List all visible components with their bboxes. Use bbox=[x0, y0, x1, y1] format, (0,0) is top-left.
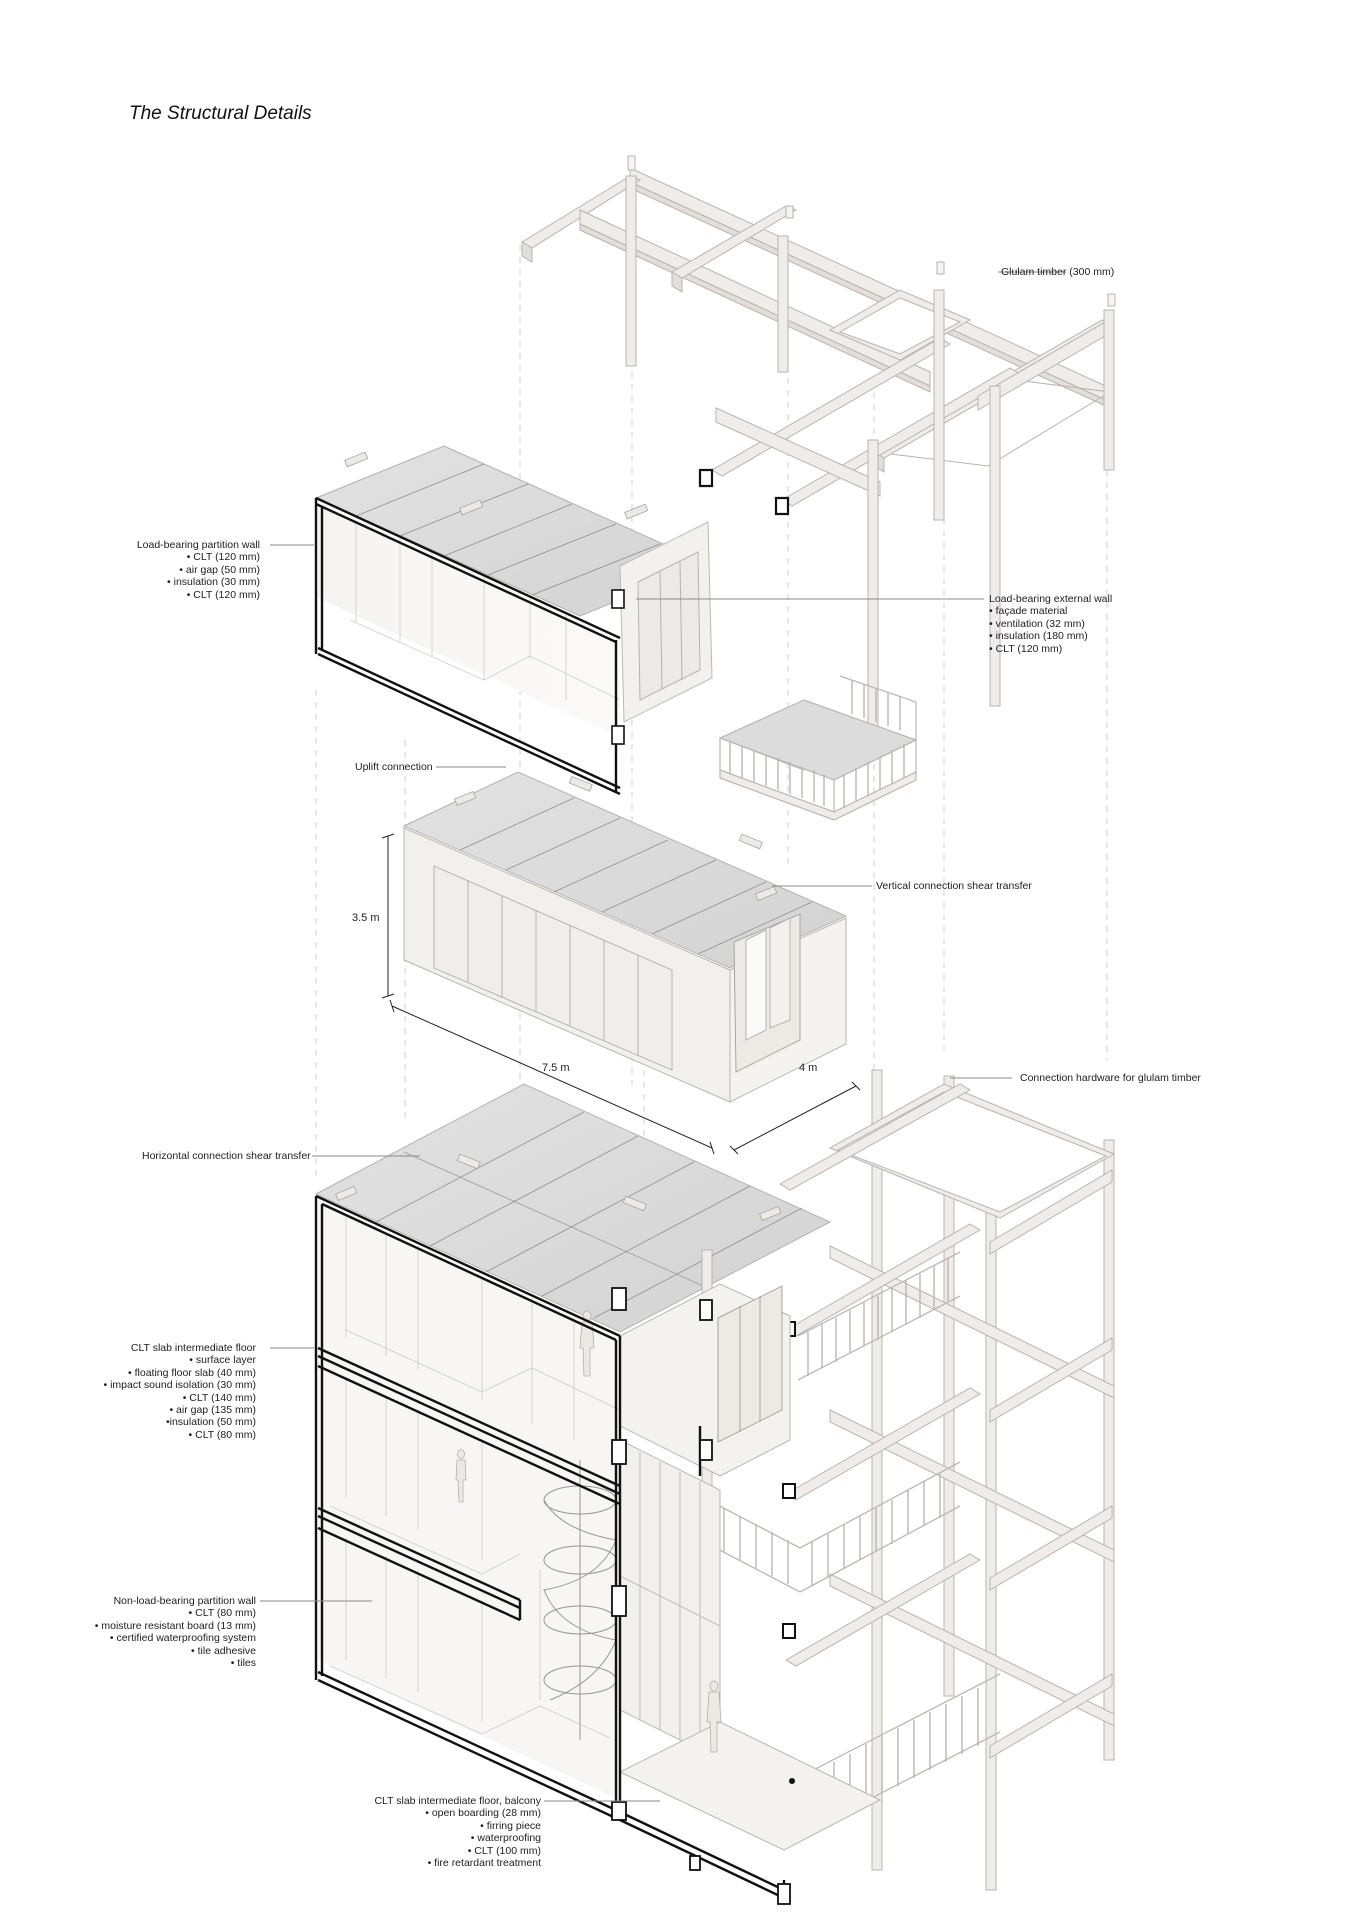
label-heading: Load-bearing partition wall bbox=[136, 539, 260, 551]
label-heading: CLT slab intermediate floor bbox=[130, 1342, 256, 1354]
label-item: • tiles bbox=[230, 1657, 256, 1670]
label-balcony-floor: CLT slab intermediate floor, balcony • o… bbox=[374, 1795, 541, 1869]
balcony-module bbox=[718, 675, 918, 821]
label-item: • façade material bbox=[989, 605, 1068, 618]
label-item: • CLT (120 mm) bbox=[186, 551, 260, 564]
sectioned-module-upper bbox=[314, 445, 713, 796]
label-item: • air gap (50 mm) bbox=[179, 563, 260, 576]
dimension-width: 4 m bbox=[799, 1062, 818, 1074]
dimension-height: 3.5 m bbox=[352, 912, 380, 924]
label-item: • open boarding (28 mm) bbox=[425, 1807, 541, 1820]
label-external-wall: Load-bearing external wall • façade mate… bbox=[989, 593, 1112, 655]
label-intermediate-floor: CLT slab intermediate floor • surface la… bbox=[104, 1342, 257, 1441]
leader-lines bbox=[260, 271, 1066, 1802]
label-item: • insulation (30 mm) bbox=[167, 576, 260, 589]
label-heading: Uplift connection bbox=[355, 761, 433, 773]
label-item: • waterproofing bbox=[470, 1832, 541, 1845]
label-vertical-shear: Vertical connection shear transfer bbox=[876, 880, 1032, 892]
label-item: • CLT (80 mm) bbox=[188, 1607, 256, 1620]
label-item: •insulation (50 mm) bbox=[165, 1416, 256, 1429]
label-item: • ventilation (32 mm) bbox=[989, 617, 1085, 630]
label-item: • fire retardant treatment bbox=[427, 1857, 541, 1870]
label-item: • CLT (80 mm) bbox=[188, 1428, 256, 1441]
label-item: • tile adhesive bbox=[191, 1644, 256, 1657]
glulam-roof-frame bbox=[521, 155, 1116, 731]
module-closed bbox=[381, 771, 861, 1155]
label-partition-wall: Load-bearing partition wall • CLT (120 m… bbox=[137, 539, 260, 601]
stacked-building bbox=[314, 1069, 1116, 1905]
label-item: • CLT (100 mm) bbox=[467, 1844, 541, 1857]
label-heading: CLT slab intermediate floor, balcony bbox=[374, 1795, 541, 1807]
label-non-load-wall: Non-load-bearing partition wall • CLT (8… bbox=[95, 1595, 256, 1669]
label-horizontal-shear: Horizontal connection shear transfer bbox=[142, 1150, 311, 1162]
label-heading: Glulam timber (300 mm) bbox=[1001, 266, 1115, 278]
label-heading: Load-bearing external wall bbox=[989, 593, 1113, 605]
label-item: • air gap (135 mm) bbox=[169, 1404, 256, 1417]
label-glulam-timber: Glulam timber (300 mm) bbox=[1001, 266, 1114, 278]
page-title: The Structural Details bbox=[129, 103, 312, 124]
label-heading: Connection hardware for glulam timber bbox=[1020, 1072, 1201, 1084]
label-connection-hardware: Connection hardware for glulam timber bbox=[1020, 1072, 1201, 1084]
label-item: • surface layer bbox=[189, 1354, 256, 1367]
label-item: • moisture resistant board (13 mm) bbox=[94, 1619, 256, 1632]
label-item: • impact sound isolation (30 mm) bbox=[103, 1379, 257, 1392]
label-heading: Non-load-bearing partition wall bbox=[113, 1595, 256, 1607]
label-item: • CLT (140 mm) bbox=[182, 1391, 256, 1404]
label-item: • insulation (180 mm) bbox=[989, 630, 1088, 643]
label-item: • floating floor slab (40 mm) bbox=[128, 1366, 256, 1379]
label-item: • firring piece bbox=[480, 1819, 541, 1832]
label-item: • CLT (120 mm) bbox=[186, 588, 260, 601]
dimension-length: 7.5 m bbox=[542, 1062, 570, 1074]
label-item: • certified waterproofing system bbox=[109, 1632, 256, 1645]
label-uplift-connection: Uplift connection bbox=[355, 761, 433, 773]
label-item: • CLT (120 mm) bbox=[989, 642, 1063, 655]
label-heading: Vertical connection shear transfer bbox=[876, 880, 1032, 892]
label-heading: Horizontal connection shear transfer bbox=[142, 1150, 311, 1162]
